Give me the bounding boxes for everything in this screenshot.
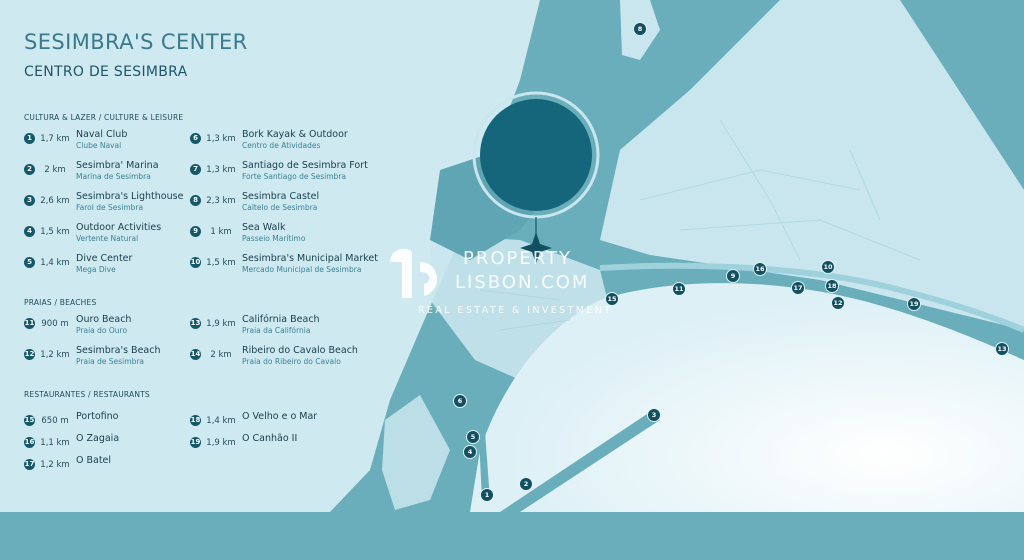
map-marker-19[interactable]: 19 [907, 297, 921, 311]
page-title: SESIMBRA'S CENTER [24, 30, 248, 54]
map-marker-5[interactable]: 5 [466, 430, 480, 444]
logo-mark-icon [390, 248, 438, 298]
watermark-tagline: REAL ESTATE & INVESTMENT [418, 305, 613, 316]
compass-star-icon [520, 232, 552, 264]
page-subtitle: CENTRO DE SESIMBRA [24, 64, 188, 80]
map-marker-13[interactable]: 13 [995, 342, 1009, 356]
compass-disc [480, 99, 592, 211]
map-marker-12[interactable]: 12 [831, 296, 845, 310]
section-heading-beaches: PRAIAS / BEACHES [24, 298, 97, 307]
land-southwest [382, 395, 450, 510]
map-marker-8[interactable]: 8 [633, 22, 647, 36]
section-heading-culture: CULTURA & LAZER / CULTURE & LEISURE [24, 113, 184, 122]
map-marker-9[interactable]: 9 [726, 269, 740, 283]
map-marker-18[interactable]: 18 [825, 279, 839, 293]
map-marker-15[interactable]: 15 [605, 292, 619, 306]
pier-long [500, 412, 660, 512]
map-marker-11[interactable]: 11 [672, 282, 686, 296]
watermark-brand: PROPERTY [463, 248, 572, 269]
map-marker-4[interactable]: 4 [463, 445, 477, 459]
map-marker-6[interactable]: 6 [453, 394, 467, 408]
map-marker-2[interactable]: 2 [519, 477, 533, 491]
section-heading-restaurants: RESTAURANTES / RESTAURANTS [24, 390, 150, 399]
coast-rim [599, 262, 1024, 333]
map-marker-17[interactable]: 17 [791, 281, 805, 295]
map-marker-16[interactable]: 16 [753, 262, 767, 276]
map-marker-3[interactable]: 3 [647, 408, 661, 422]
pier-short [478, 418, 490, 500]
watermark-brand-domain: LISBON.COM [455, 272, 590, 293]
bay [470, 283, 1024, 512]
coast-north [600, 0, 1024, 330]
map-marker-10[interactable]: 10 [821, 260, 835, 274]
map-marker-1[interactable]: 1 [480, 488, 494, 502]
